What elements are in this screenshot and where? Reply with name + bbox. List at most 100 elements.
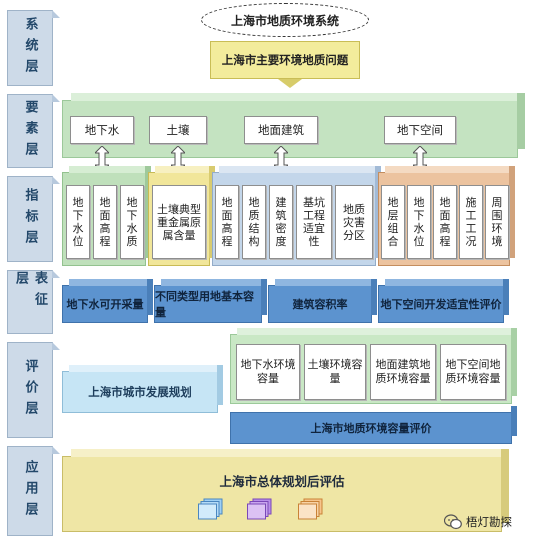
- characterization-label: 地下空间开发适宜性评价: [380, 298, 502, 311]
- slab-top-face: [155, 166, 215, 173]
- indicator-box: 地下水质: [120, 185, 144, 259]
- layer-tab-indicator: 指标层: [7, 176, 60, 262]
- slab-top-face: [237, 328, 517, 335]
- element-label: 地面建筑: [258, 123, 304, 137]
- layer-tab-application: 应用层: [7, 446, 60, 536]
- indicator-label: 周围环境: [491, 196, 503, 248]
- down-arrow-icon: [278, 79, 302, 88]
- indicator-box: 地层组合: [381, 185, 405, 259]
- wechat-icon: [444, 514, 462, 530]
- characterization-label: 不同类型用地基本容量: [155, 290, 254, 319]
- indicator-label: 建筑密度: [275, 196, 287, 248]
- capacity-label: 地下水环境容量: [240, 358, 296, 385]
- slab-top-face: [69, 166, 151, 173]
- characterization-strip: 不同类型用地基本容量: [154, 279, 267, 323]
- indicator-box: 周围环境: [485, 185, 509, 259]
- indicator-box: 地质结构: [242, 185, 266, 259]
- layer-label: 评价层: [22, 358, 38, 422]
- slab-side-face: [217, 365, 223, 405]
- slab-top-face: [275, 279, 377, 286]
- layer-label: 指标层: [22, 187, 38, 251]
- brand-watermark: 梧灯勘探: [444, 511, 512, 533]
- element-label: 地下水: [84, 123, 120, 137]
- slab-side-face: [511, 406, 517, 436]
- slab-top-face: [71, 93, 525, 101]
- capacity-label: 地面建筑地质环境容量: [375, 358, 431, 385]
- indicator-label: 地面高程: [221, 196, 233, 248]
- indicator-box: 土壤典型重金属原属含量: [152, 185, 206, 259]
- layer-label: 应用层: [22, 459, 38, 523]
- indicator-label: 地下水质: [126, 196, 138, 248]
- slab-side-face: [517, 93, 525, 149]
- city-plan-slab: 上海市城市发展规划: [62, 365, 223, 413]
- indicator-box: 基坑工程适宜性: [296, 185, 332, 259]
- indicator-box: 地下水位: [407, 185, 431, 259]
- application-title: 上海市总体规划后评估: [219, 474, 345, 489]
- system-title: 上海市地质环境系统: [230, 13, 339, 28]
- double-arrow-icon: [413, 146, 427, 172]
- document-stack-icon: [198, 498, 224, 520]
- element-soil: 土壤: [149, 116, 207, 144]
- element-label: 土壤: [166, 123, 190, 137]
- layer-label: 系统层: [22, 16, 38, 80]
- indicator-box: 地面高程: [215, 185, 239, 259]
- double-arrow-icon: [274, 146, 288, 172]
- slab-top-face: [161, 279, 267, 286]
- overall-evaluation-strip: 上海市地质环境容量评价: [230, 406, 517, 444]
- indicator-label: 地质结构: [248, 196, 260, 248]
- element-label: 地下空间: [397, 123, 443, 137]
- slab-top-face: [219, 166, 381, 173]
- layer-label: 要素层: [22, 99, 38, 163]
- slab-top-face: [385, 279, 509, 286]
- characterization-strip: 建筑容积率: [268, 279, 377, 323]
- indicator-label: 施工工况: [465, 196, 477, 248]
- slab-side-face: [371, 279, 377, 315]
- capacity-box: 地下空间地质环境容量: [440, 344, 506, 400]
- slab-top-face: [69, 365, 223, 372]
- characterization-label: 地下水可开采量: [66, 298, 144, 311]
- indicator-box: 施工工况: [459, 185, 483, 259]
- indicator-box: 地质灾害分区: [335, 185, 373, 259]
- slab-side-face: [261, 279, 267, 315]
- double-arrow-icon: [171, 146, 185, 172]
- slab-side-face: [509, 166, 515, 258]
- slab-side-face: [501, 449, 509, 523]
- slab-side-face: [147, 279, 153, 315]
- layer-tab-evaluation: 评价层: [7, 342, 60, 438]
- capacity-label: 地下空间地质环境容量: [445, 358, 501, 385]
- system-title-ellipse: 上海市地质环境系统: [201, 3, 369, 37]
- capacity-box: 地面建筑地质环境容量: [370, 344, 436, 400]
- characterization-label: 建筑容积率: [292, 298, 348, 311]
- indicator-label: 地面高程: [439, 196, 451, 248]
- indicator-label: 地层组合: [387, 196, 399, 248]
- city-plan-label: 上海市城市发展规划: [88, 385, 192, 399]
- brand-name: 梧灯勘探: [466, 515, 512, 529]
- layer-tab-system: 系统层: [7, 10, 60, 86]
- capacity-box: 土壤环境容量: [304, 344, 366, 400]
- document-stack-icon: [247, 498, 273, 520]
- application-slab: 上海市总体规划后评估: [62, 449, 509, 532]
- characterization-strip: 地下空间开发适宜性评价: [378, 279, 509, 323]
- overall-evaluation-label: 上海市地质环境容量评价: [310, 422, 432, 435]
- document-stack-icon: [298, 498, 324, 520]
- element-underground: 地下空间: [384, 116, 456, 144]
- indicator-box: 地面高程: [433, 185, 457, 259]
- capacity-box: 地下水环境容量: [236, 344, 300, 400]
- element-building: 地面建筑: [244, 116, 318, 144]
- problem-box: 上海市主要环境地质问题: [210, 41, 360, 79]
- indicator-box: 地下水位: [66, 185, 90, 259]
- indicator-label: 地下水位: [413, 196, 425, 248]
- problem-label: 上海市主要环境地质问题: [221, 53, 349, 67]
- indicator-label: 土壤典型重金属原属含量: [157, 202, 201, 242]
- layer-tab-element: 要素层: [7, 94, 60, 168]
- indicator-box: 建筑密度: [269, 185, 293, 259]
- indicator-box: 地面高程: [93, 185, 117, 259]
- indicator-label: 地质灾害分区: [343, 202, 365, 242]
- indicator-label: 地面高程: [99, 196, 111, 248]
- element-groundwater: 地下水: [70, 116, 134, 144]
- double-arrow-icon: [95, 146, 109, 172]
- layer-tab-characterization: 表征层: [7, 270, 60, 334]
- slab-top-face: [69, 279, 153, 286]
- slab-top-face: [385, 166, 515, 173]
